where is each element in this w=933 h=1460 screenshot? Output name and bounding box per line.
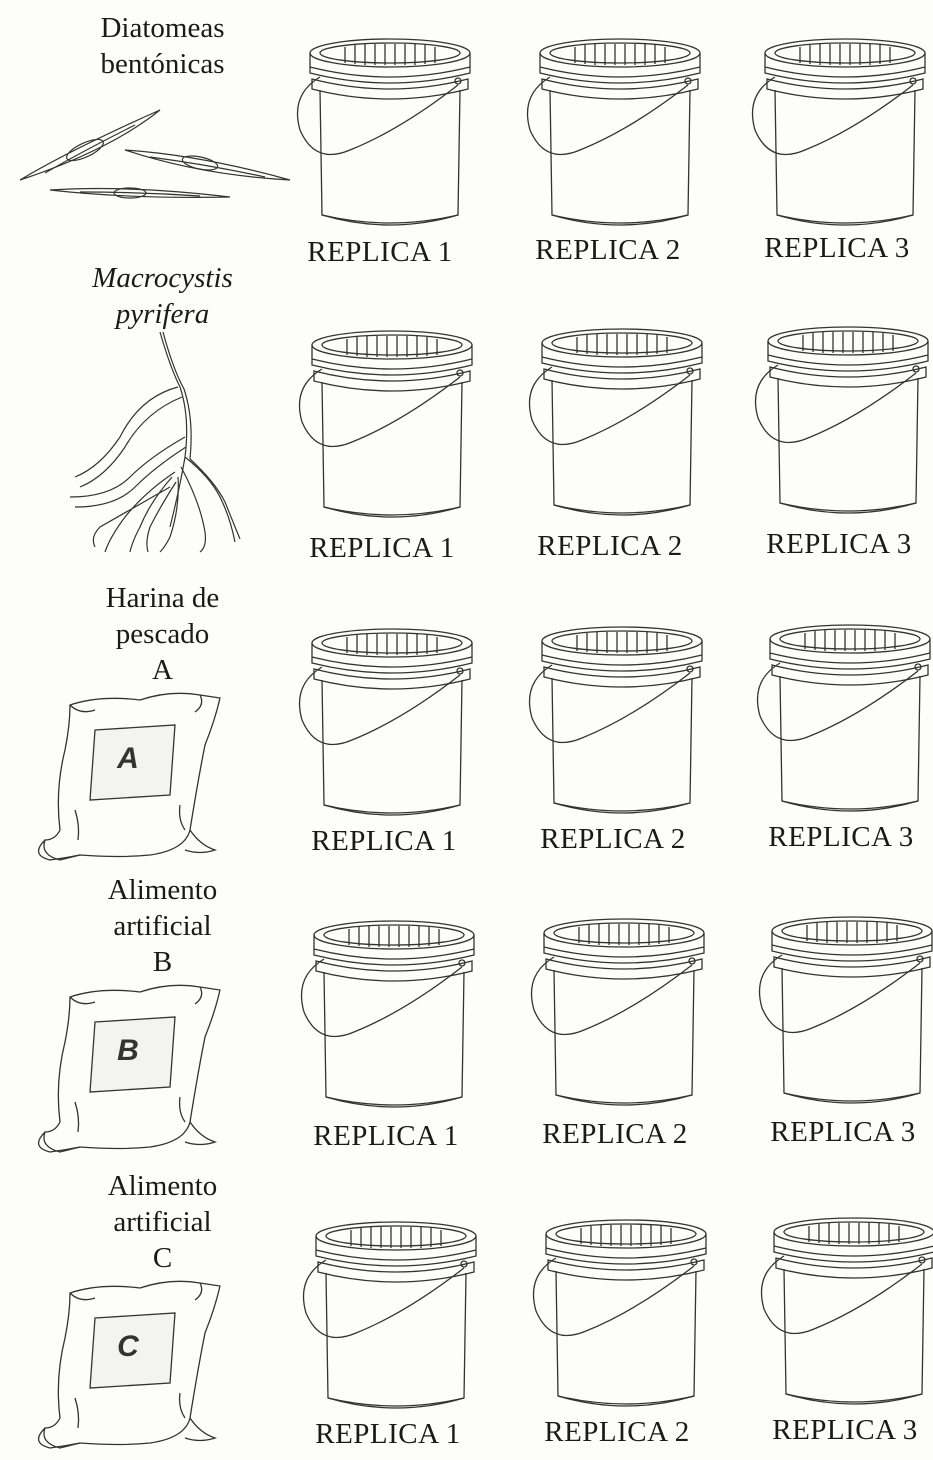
svg-text:C: C [117,1330,140,1363]
treatment-label: Macrocystis pyrifera [0,260,325,332]
bucket-icon [530,918,705,1106]
feed-bag-icon: A [37,692,221,861]
treatment-label: Alimento artificial B [0,872,325,980]
label-line: Macrocystis [92,262,233,294]
feed-bag-icon: B [37,984,221,1153]
replica-label: REPLICA 2 [542,1118,688,1150]
bucket-icon [756,624,931,812]
replica-label: REPLICA 1 [313,1120,459,1152]
bucket-icon [751,38,926,226]
label-line: pescado [115,618,210,650]
label-line: C [152,1242,173,1274]
treatment-row-kelp: Macrocystis pyrifera REPLICA 1 REPLICA 2… [0,260,933,564]
replica-label: REPLICA 2 [537,530,683,562]
replica-label: REPLICA 3 [768,821,914,853]
replica-label: REPLICA 1 [307,236,453,268]
bucket-icon [532,1219,707,1407]
replica-label: REPLICA 1 [309,532,455,564]
label-line: Alimento [107,1170,218,1202]
bucket-icon [298,628,473,816]
feed-bag-icon: C [37,1280,221,1449]
bucket-icon [302,1221,477,1409]
replica-label: REPLICA 1 [311,825,457,857]
bucket-icon [296,38,471,226]
replica-label: REPLICA 1 [315,1418,461,1450]
label-line: artificial [113,910,212,942]
treatment-row-diatoms: Diatomeas bentónicas REPLICA 1 REPLICA 2… [0,0,933,292]
replica-label: REPLICA 2 [544,1416,690,1448]
label-line: Harina de [105,582,220,614]
treatment-row-feed-a: Harina de pescado A A REPLICA 1 REPLICA … [0,580,933,872]
diatoms-icon [19,109,291,199]
label-line: B [152,946,173,978]
bucket-icon [528,328,703,516]
treatment-label: Diatomeas bentónicas [0,10,325,82]
bucket-icon [300,920,475,1108]
label-line: Diatomeas [100,12,225,44]
replica-label: REPLICA 3 [764,232,910,264]
treatment-label: Alimento artificial C [0,1168,325,1276]
label-line: Alimento [107,874,218,906]
bucket-icon [526,38,701,226]
svg-text:B: B [117,1034,139,1067]
svg-text:A: A [116,742,139,775]
bucket-icon [298,330,473,518]
label-line: bentónicas [100,48,225,80]
replica-label: REPLICA 3 [770,1116,916,1148]
replica-label: REPLICA 2 [540,823,686,855]
kelp-icon [69,331,241,553]
label-line: pyrifera [115,298,210,330]
bucket-icon [760,1217,933,1405]
treatment-row-feed-b: Alimento artificial B B REPLICA 1 REPLIC… [0,872,933,1164]
replica-label: REPLICA 3 [772,1414,918,1446]
bucket-icon [528,626,703,814]
replica-label: REPLICA 3 [766,528,912,560]
label-line: artificial [113,1206,212,1238]
bucket-icon [754,326,929,514]
label-line: A [152,654,173,686]
bucket-icon [758,916,933,1104]
treatment-row-feed-c: Alimento artificial C C REPLICA 1 REPLIC… [0,1168,933,1460]
treatment-label: Harina de pescado A [0,580,325,688]
replica-label: REPLICA 2 [535,234,681,266]
